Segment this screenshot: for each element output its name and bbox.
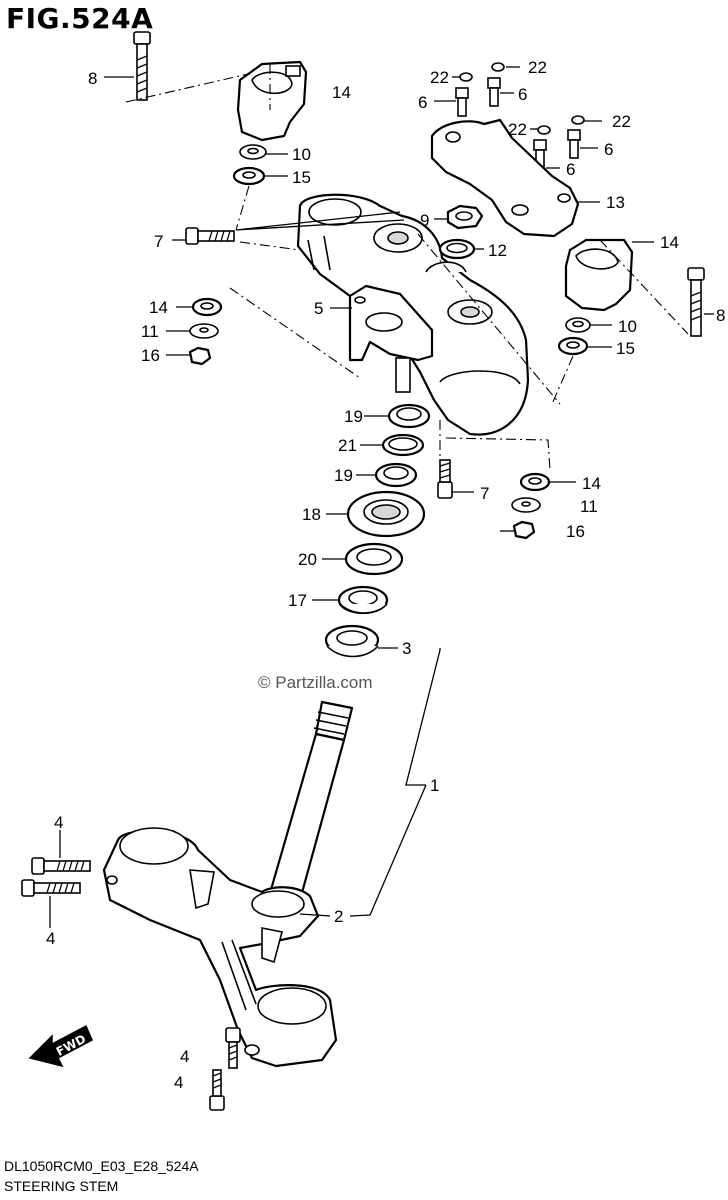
- cap-22-d: [571, 115, 585, 125]
- washer-11-left: [189, 323, 219, 339]
- callout-7-left: 7: [154, 232, 163, 251]
- callout-17: 17: [288, 591, 307, 610]
- callout-18: 18: [302, 505, 321, 524]
- bolt-6-d: [567, 129, 581, 159]
- callout-11-right: 11: [580, 497, 598, 516]
- washer-10-upper: [239, 144, 267, 160]
- seal-18: [346, 490, 426, 538]
- callout-5: 5: [314, 299, 323, 318]
- callout-7-right: 7: [480, 484, 489, 503]
- callout-22-d: 22: [612, 112, 631, 131]
- callout-4-upper-left: 4: [54, 813, 63, 832]
- cap-22-b: [491, 62, 505, 72]
- nut-9: [446, 204, 484, 230]
- bushing-15-upper: [232, 166, 266, 186]
- callout-14-lower-right: 14: [582, 474, 601, 493]
- callout-6-b: 6: [518, 85, 527, 104]
- callout-10-right: 10: [618, 317, 637, 336]
- callout-labels: 8 14 10 15 7 14 11 16 5 22 22 6 6 22 22 …: [46, 58, 725, 1092]
- callout-10-upper: 10: [292, 145, 311, 164]
- callout-16-right: 16: [566, 522, 585, 541]
- callout-6-c: 6: [604, 140, 613, 159]
- callout-22-a: 22: [430, 68, 449, 87]
- callout-4-bottom-a: 4: [180, 1047, 189, 1066]
- callout-3: 3: [402, 639, 411, 658]
- callout-1: 1: [430, 776, 439, 795]
- washer-10-right: [565, 317, 591, 333]
- bolt-6-b: [487, 77, 501, 107]
- watermark-text: © Partzilla.com: [258, 673, 373, 692]
- bearing-3: [324, 624, 380, 658]
- washer-12: [438, 238, 476, 260]
- callout-22-c: 22: [508, 120, 527, 139]
- callout-14-upper: 14: [332, 83, 351, 102]
- callout-6-d: 6: [566, 160, 575, 179]
- bushing-15-right: [557, 336, 589, 356]
- damper-14-right: [519, 472, 551, 492]
- dust-seal-20: [344, 542, 404, 576]
- callout-16-left: 16: [141, 346, 160, 365]
- bearing-race-19-upper: [387, 403, 431, 429]
- bolt-7-right: [437, 459, 453, 499]
- bolt-6-a: [455, 87, 469, 117]
- cable-guide-5: [348, 284, 434, 393]
- model-code: DL1050RCM0_E03_E28_524A: [4, 1158, 199, 1174]
- handlebar-holder-14-upper-left: [236, 60, 308, 142]
- bearing-17: [337, 585, 389, 615]
- callout-20: 20: [298, 550, 317, 569]
- bolt-4-upper-left: [31, 857, 91, 875]
- bearing-race-19-lower: [374, 462, 418, 488]
- cap-22-a: [459, 72, 473, 82]
- bolt-8-right: [687, 267, 705, 337]
- callout-leaders: [49, 66, 714, 928]
- handlebar-holder-13: [430, 118, 580, 238]
- washer-11-right: [511, 497, 541, 513]
- bolt-4-bottom-a: [225, 1027, 241, 1069]
- cap-22-c: [537, 125, 551, 135]
- figure-title: FIG.524A: [6, 2, 154, 35]
- callout-21: 21: [338, 436, 357, 455]
- steering-stem-lower-bracket-1: [102, 700, 354, 1068]
- washer-21: [381, 433, 425, 457]
- callout-14-left: 14: [149, 298, 168, 317]
- callout-15-upper: 15: [292, 168, 311, 187]
- callout-19-upper: 19: [344, 407, 363, 426]
- callout-8-upper: 8: [88, 69, 97, 88]
- callout-4-lower-left: 4: [46, 929, 55, 948]
- callout-15-right: 15: [616, 339, 635, 358]
- callout-19-lower: 19: [334, 466, 353, 485]
- callout-9: 9: [420, 211, 429, 230]
- nut-16-right: [512, 520, 536, 540]
- section-name: STEERING STEM: [4, 1178, 119, 1194]
- callout-4-bottom-b: 4: [174, 1073, 183, 1092]
- callout-2: 2: [334, 907, 343, 926]
- callout-12: 12: [488, 241, 507, 260]
- bolt-4-bottom-b: [209, 1069, 225, 1111]
- callout-22-b: 22: [528, 58, 547, 77]
- bolt-8-upper-left: [133, 31, 151, 101]
- bolt-4-lower-left: [21, 879, 81, 897]
- damper-14-left: [191, 297, 223, 317]
- callout-6-a: 6: [418, 93, 427, 112]
- assembly-guide-lines: [125, 64, 689, 471]
- nut-16-left: [188, 346, 212, 366]
- callout-14-right: 14: [660, 233, 679, 252]
- callout-13: 13: [606, 193, 625, 212]
- callout-8-right: 8: [716, 306, 725, 325]
- bolt-7-left: [185, 227, 235, 245]
- callout-11-left: 11: [141, 322, 159, 341]
- handlebar-holder-14-right: [564, 238, 634, 312]
- fwd-arrow-icon: FWD: [28, 1024, 93, 1068]
